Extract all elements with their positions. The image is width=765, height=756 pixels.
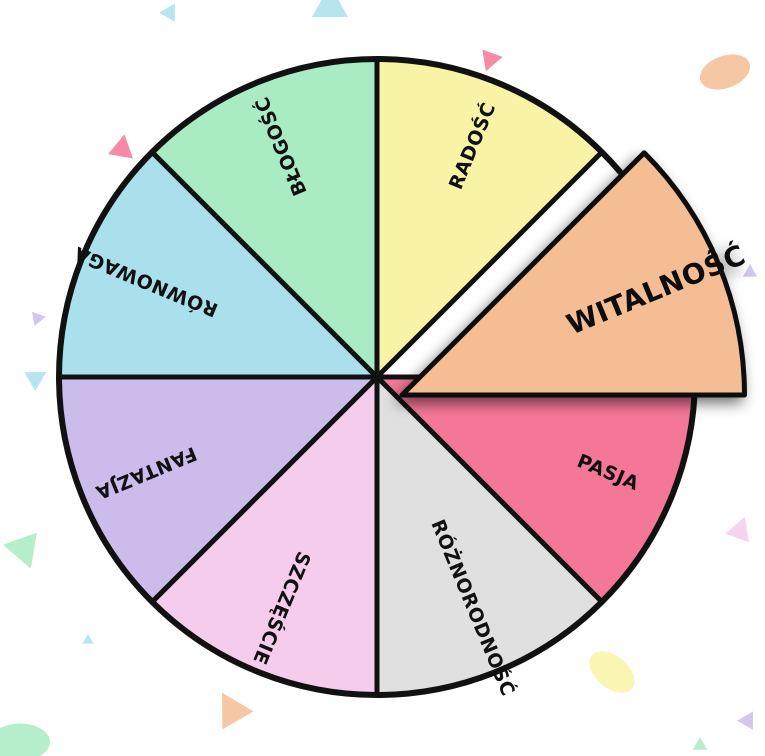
confetti-piece — [82, 634, 94, 644]
segment-roznorodnosc: RÓŻNORODNOŚĆ — [374, 374, 605, 699]
confetti-piece — [692, 737, 708, 750]
confetti-piece — [742, 264, 758, 277]
confetti-piece — [32, 311, 46, 326]
segment-witalnosc: WITALNOŚĆ — [399, 150, 750, 398]
confetti-piece — [312, 0, 348, 17]
confetti-piece — [737, 711, 753, 730]
wheel-of-feelings: RADOŚĆPASJARÓŻNORODNOŚĆSZCZĘŚCIEFANTAZJA… — [56, 56, 750, 699]
confetti-piece — [482, 49, 503, 72]
confetti-piece — [699, 54, 751, 90]
confetti-piece — [725, 516, 749, 543]
confetti-piece — [108, 134, 133, 159]
confetti-piece — [24, 372, 47, 391]
confetti-piece — [0, 723, 50, 756]
confetti-piece — [222, 692, 254, 730]
confetti-piece — [2, 532, 37, 569]
confetti-piece — [159, 3, 175, 22]
segment-wedge-witalnosc — [399, 150, 747, 398]
confetti-piece — [589, 651, 635, 693]
